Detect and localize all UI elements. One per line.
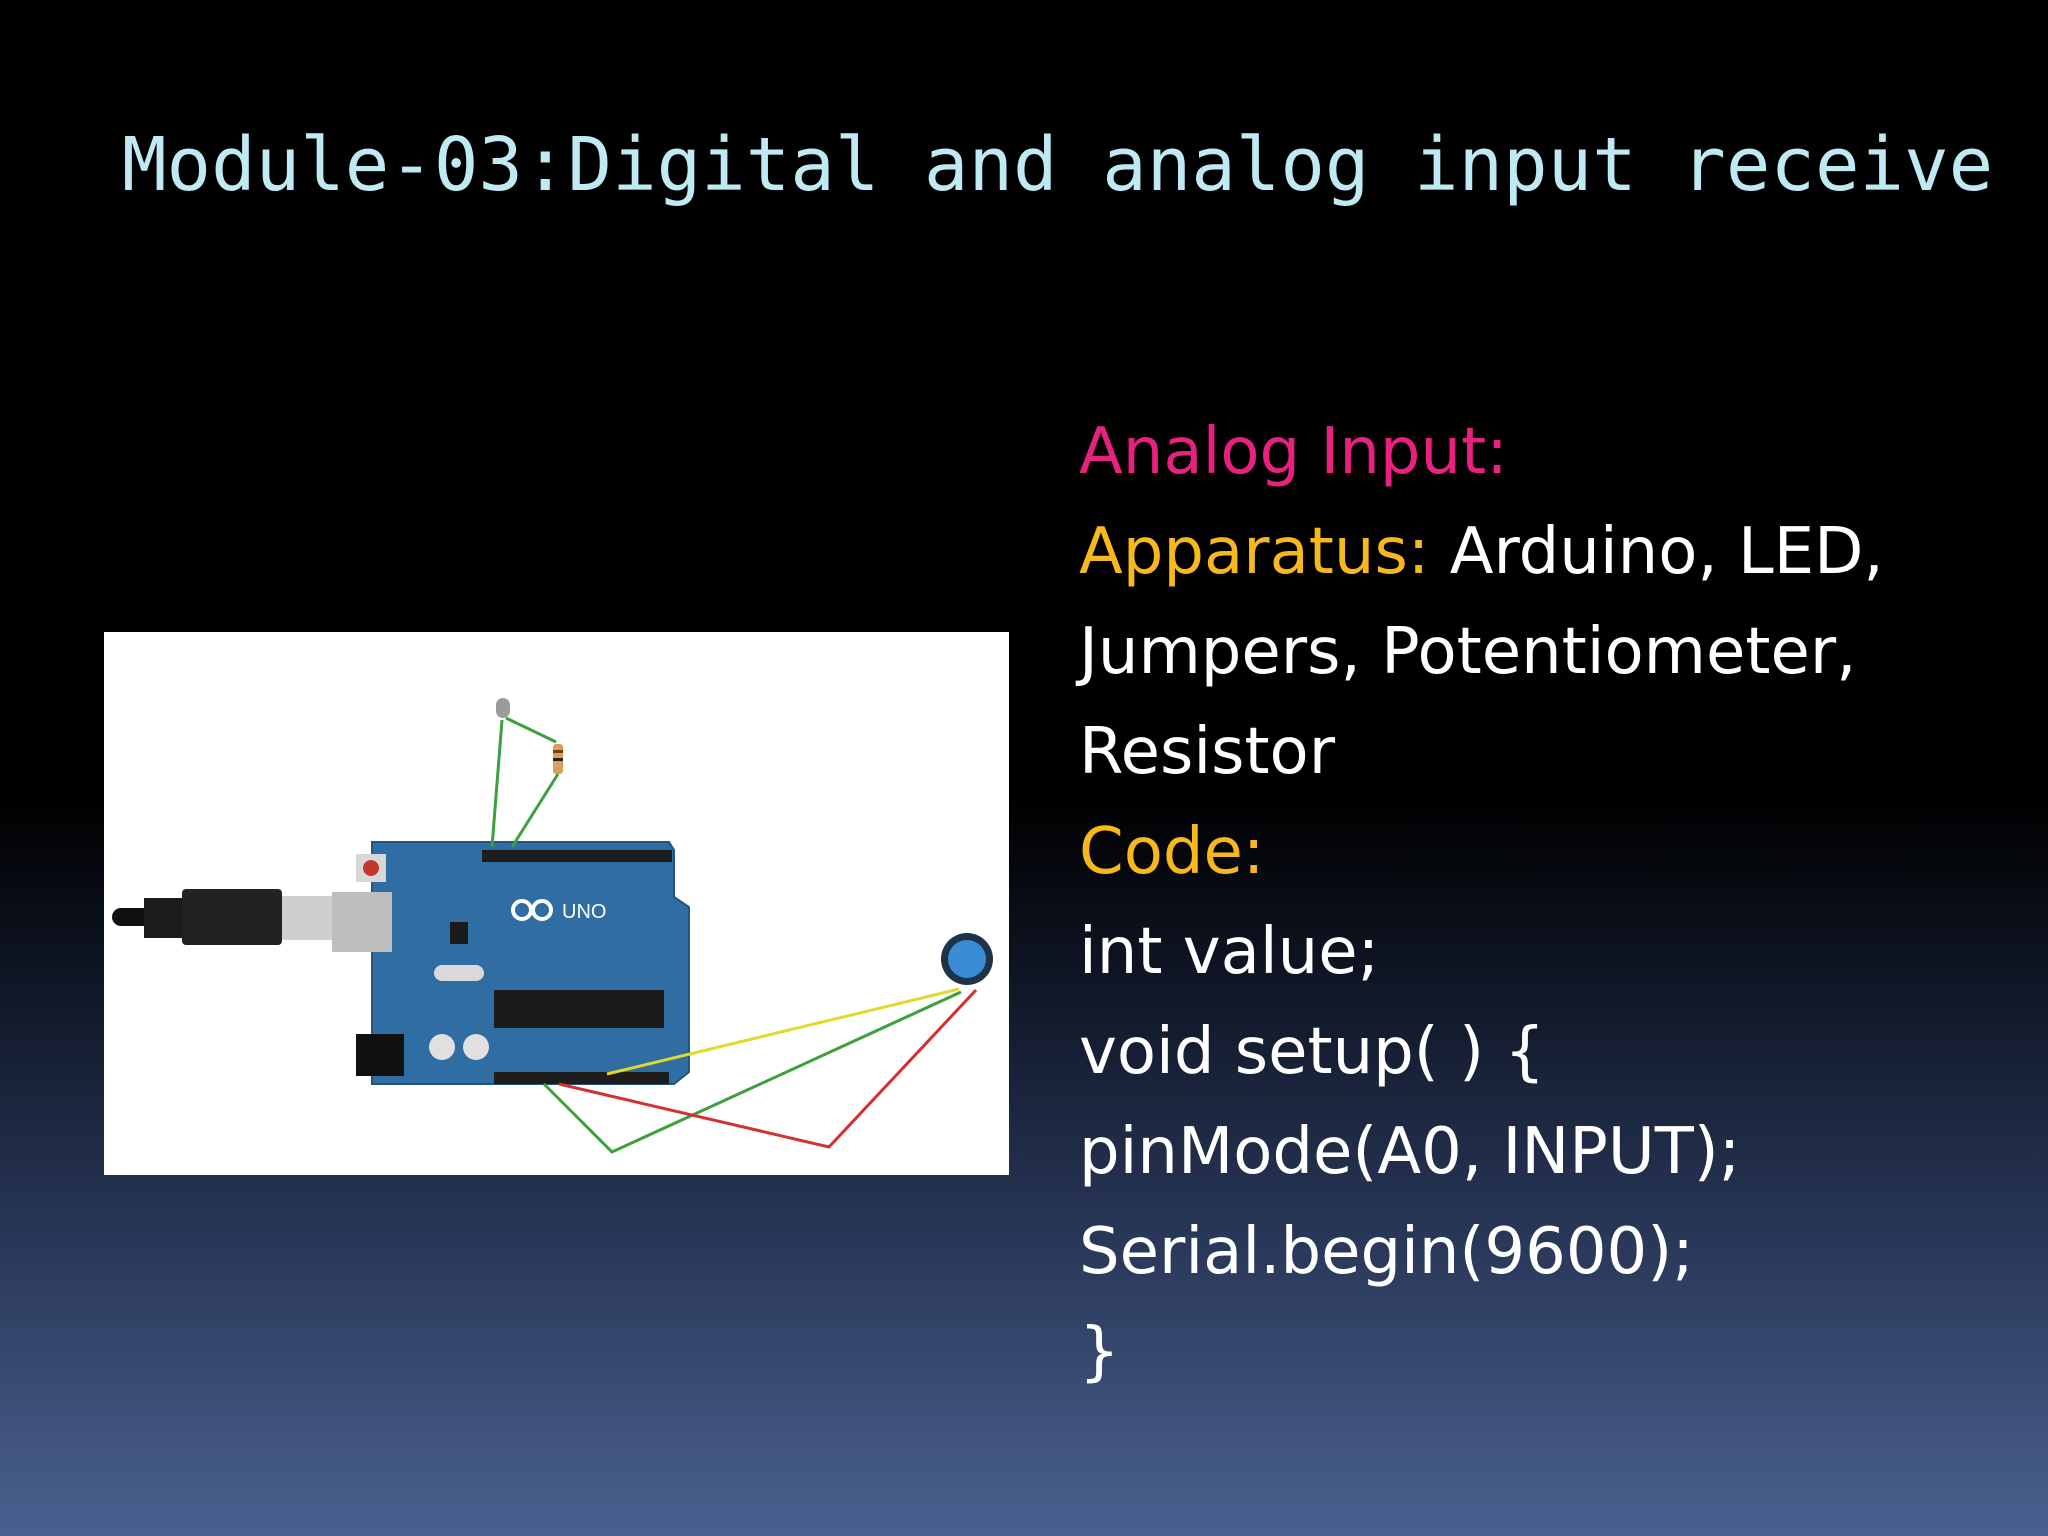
board-label: UNO <box>562 901 606 923</box>
usb-cable <box>112 889 340 945</box>
potentiometer-icon <box>941 933 993 985</box>
code-line-5: } <box>1079 1315 1120 1389</box>
led-icon <box>496 698 510 718</box>
slide-title: Module-03:Digital and analog input recei… <box>122 122 1994 208</box>
jumper-wires <box>490 716 978 1154</box>
code-line-3: pinMode(A0, INPUT); <box>1079 1115 1741 1189</box>
arduino-board: UNO <box>332 841 690 1085</box>
apparatus-label: Apparatus: <box>1079 515 1430 589</box>
apparatus-line: Apparatus: Arduino, LED, <box>1079 502 1884 602</box>
arduino-logo-icon <box>511 899 553 921</box>
code-line-4: Serial.begin(9600); <box>1079 1215 1694 1289</box>
apparatus-list-3: Resistor <box>1079 715 1335 789</box>
slide-body: Analog Input: Apparatus: Arduino, LED, J… <box>1079 402 1884 1402</box>
apparatus-list-2: Jumpers, Potentiometer, <box>1079 615 1857 689</box>
apparatus-list-1: Arduino, LED, <box>1429 515 1884 589</box>
arduino-circuit-image: UNO <box>104 632 1009 1175</box>
analog-input-heading: Analog Input: <box>1079 415 1508 489</box>
code-line: Code: <box>1079 802 1884 902</box>
code-line-1: int value; <box>1079 915 1380 989</box>
code-line-2: void setup( ) { <box>1079 1015 1546 1089</box>
section-heading: Analog Input: <box>1079 402 1884 502</box>
resistor-icon <box>553 744 563 774</box>
code-label: Code: <box>1079 815 1265 889</box>
